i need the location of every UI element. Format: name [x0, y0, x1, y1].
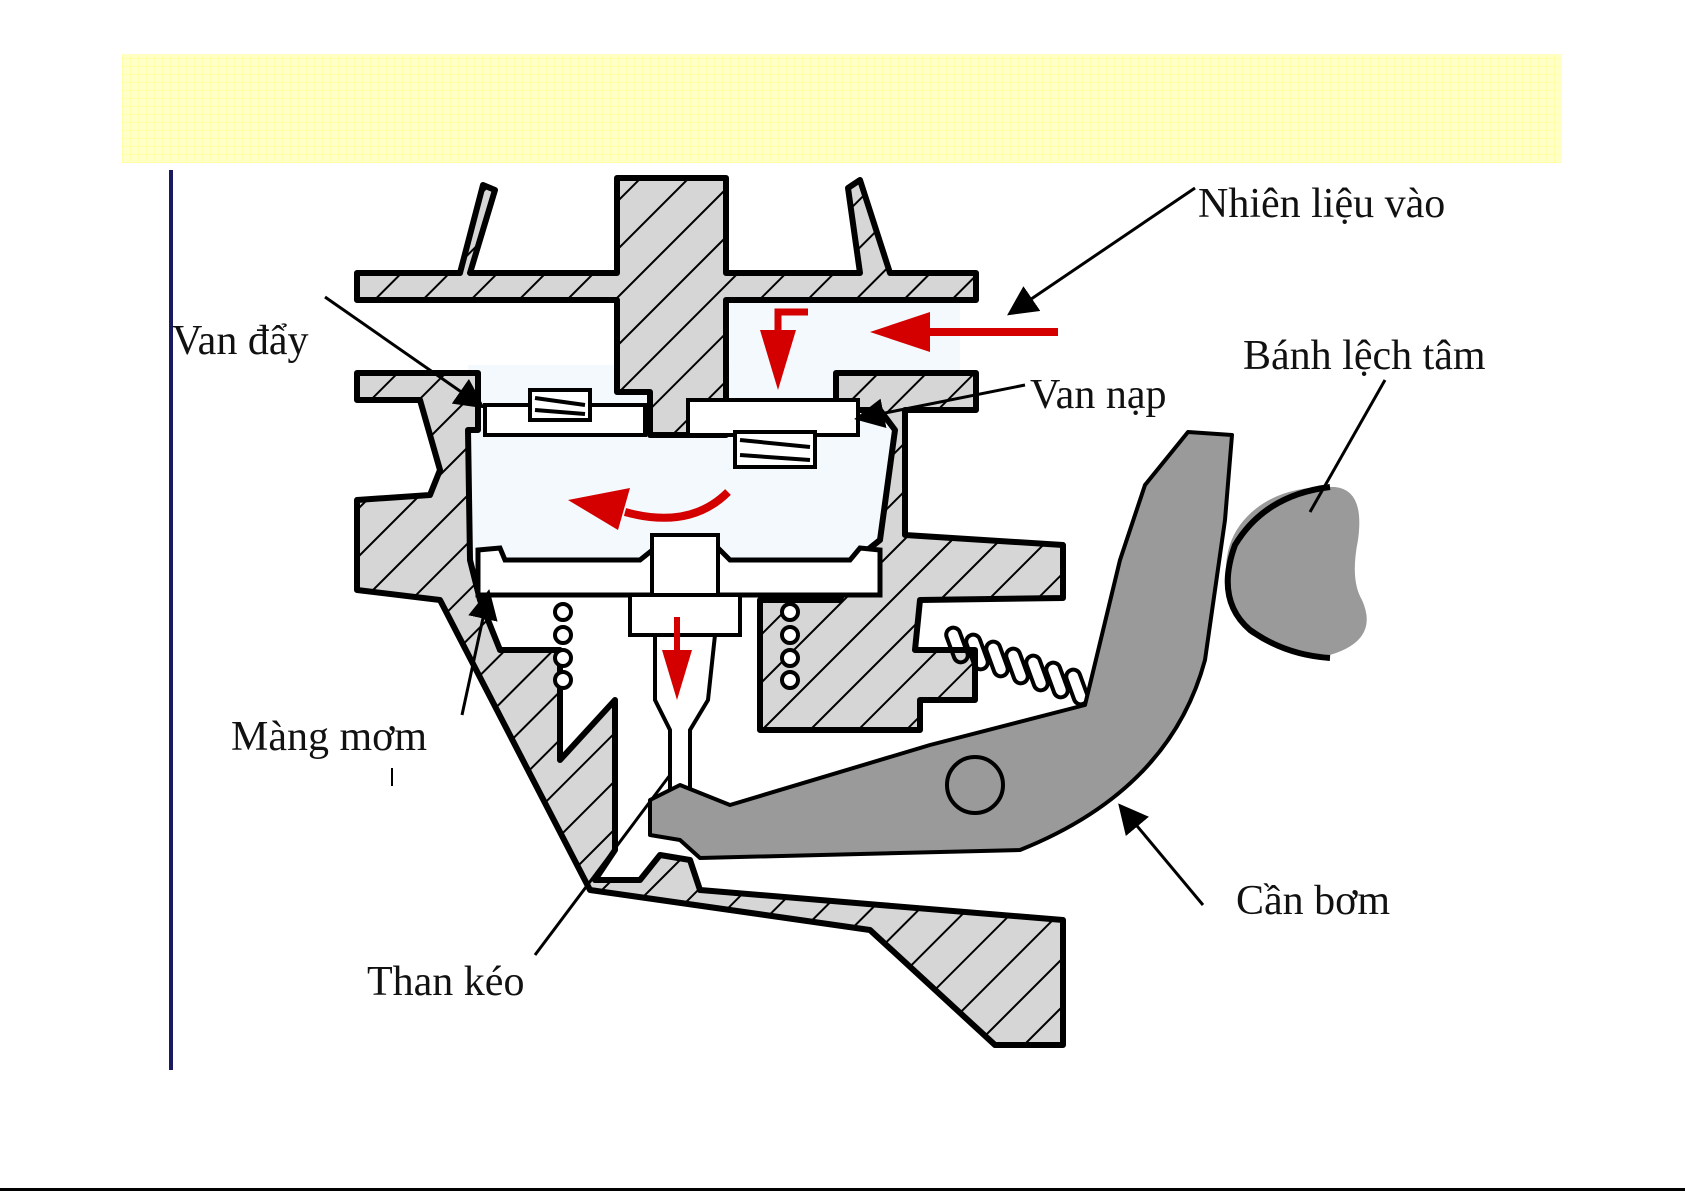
- leader-pump-lever: [1122, 808, 1203, 905]
- label-inlet-valve: Van nạp: [1030, 374, 1166, 416]
- label-fuel-in: Nhiên liệu vào: [1198, 183, 1445, 225]
- label-outlet-valve: Van đẩy: [172, 320, 308, 362]
- label-pump-lever: Cần bơm: [1236, 880, 1390, 922]
- label-pull-rod: Than kéo: [367, 961, 524, 1003]
- diaphragm-retainer: [630, 595, 740, 635]
- label-diaphragm: Màng mơm: [231, 716, 427, 758]
- diaphragm-pull-rod-head: [652, 535, 718, 595]
- diaphragm-spring-left: [555, 604, 571, 688]
- leader-fuel-in: [1012, 188, 1195, 312]
- label-eccentric: Bánh lệch tâm: [1243, 335, 1486, 377]
- lever-pivot-pin: [947, 757, 1003, 813]
